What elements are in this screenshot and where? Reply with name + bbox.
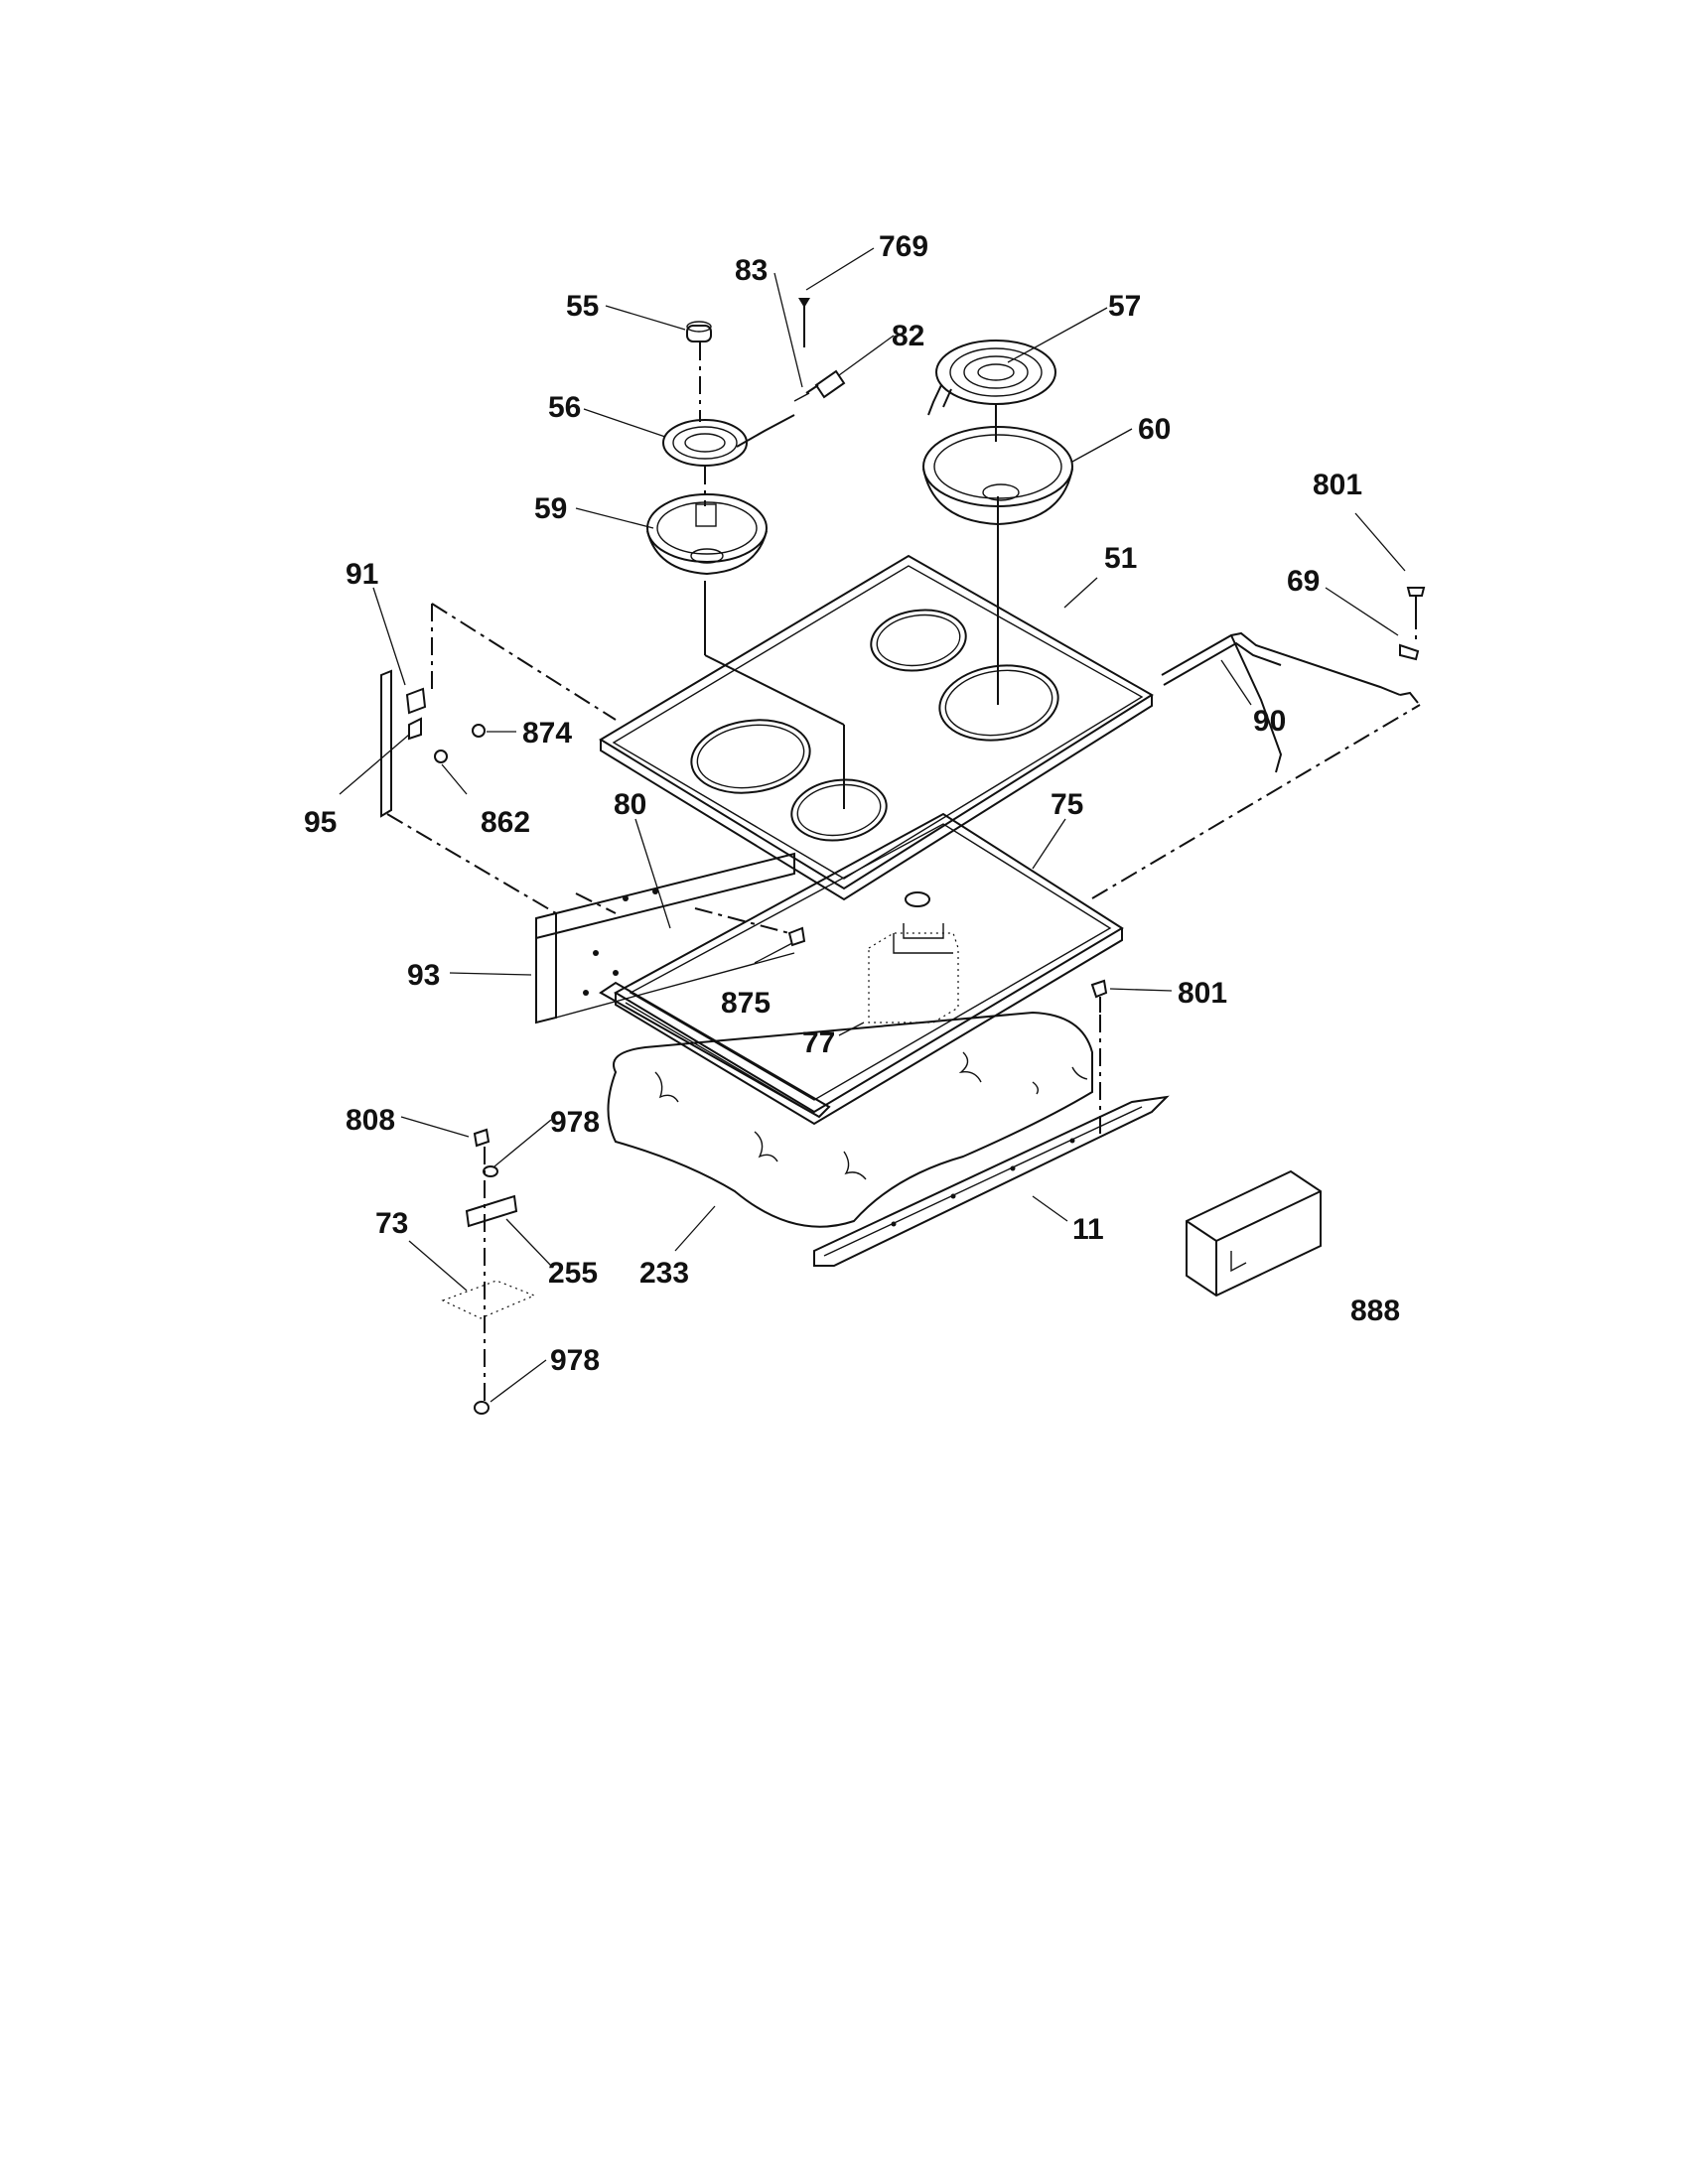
cooktop-top-51: [599, 554, 1154, 901]
bracket-91: [380, 669, 486, 818]
label-888: 888: [1350, 1295, 1400, 1327]
label-875: 875: [721, 987, 771, 1020]
label-874: 874: [522, 717, 572, 750]
label-93: 93: [407, 959, 440, 992]
label-90: 90: [1253, 705, 1286, 738]
surface-unit-small-56: [662, 321, 795, 467]
label-255: 255: [548, 1257, 598, 1290]
assembly-lines: [386, 342, 1421, 1402]
label-60: 60: [1138, 413, 1171, 446]
label-95: 95: [304, 806, 337, 839]
drip-pan-small-59: [646, 493, 768, 576]
leader-lines: [339, 247, 1406, 1403]
label-801-top: 801: [1313, 469, 1362, 501]
label-75: 75: [1051, 788, 1083, 821]
label-80: 80: [614, 788, 646, 821]
label-73: 73: [375, 1207, 408, 1240]
insulation-233: [607, 1011, 1093, 1228]
label-56: 56: [548, 391, 581, 424]
label-11: 11: [1072, 1213, 1104, 1246]
label-77: 77: [802, 1026, 835, 1059]
rail-11: [813, 1095, 1170, 1267]
label-978-bottom: 978: [550, 1344, 600, 1377]
label-69: 69: [1287, 565, 1320, 598]
label-978-top: 978: [550, 1106, 600, 1139]
trim-80: [599, 981, 831, 1119]
hold-down-90: [1161, 587, 1426, 773]
label-51: 51: [1104, 542, 1137, 575]
label-801-bottom: 801: [1178, 977, 1227, 1010]
label-91: 91: [346, 558, 378, 591]
receptacle-82: [793, 298, 846, 402]
surface-unit-large-57: [927, 340, 1056, 416]
screw-801-875: [787, 926, 1108, 1013]
label-82: 82: [892, 320, 924, 352]
label-59: 59: [534, 492, 567, 525]
label-862: 862: [481, 806, 530, 839]
terminal-block-77: [868, 891, 959, 1024]
label-55: 55: [566, 290, 599, 323]
bracket-73-255: [441, 1128, 536, 1415]
callout-labels: 55 83 769 82 57 56 60 801 59 51 69 91 87…: [304, 230, 1400, 1377]
label-769: 769: [879, 230, 928, 263]
package-888: [1186, 1169, 1322, 1297]
label-808: 808: [346, 1104, 395, 1137]
label-233: 233: [639, 1257, 689, 1290]
label-83: 83: [735, 254, 768, 287]
label-57: 57: [1108, 290, 1141, 323]
